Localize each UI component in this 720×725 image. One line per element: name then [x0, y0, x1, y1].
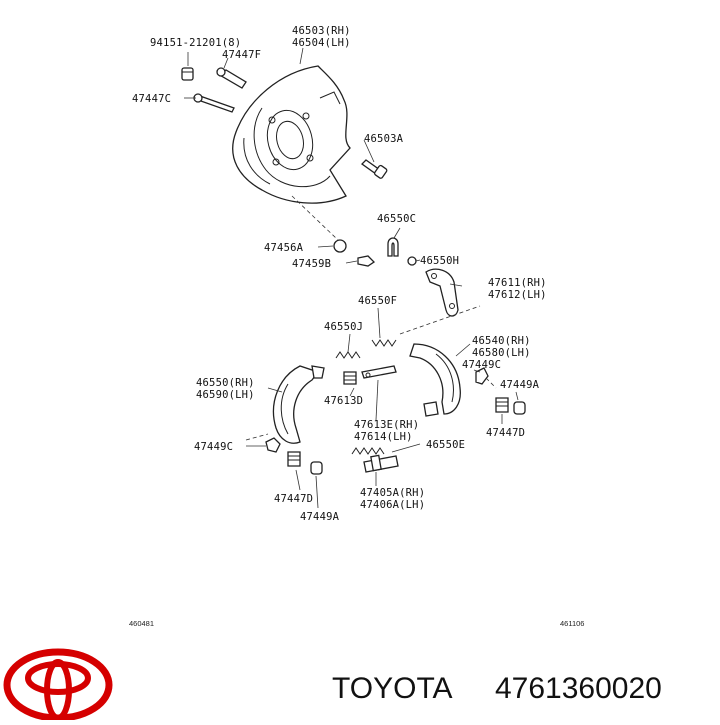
label-47447D-left: 47447D	[274, 493, 313, 505]
label-47406A-lh: 47406A(LH)	[360, 499, 425, 511]
label-94151-21201: 94151-21201(8)	[150, 37, 241, 49]
spring-46550E	[351, 447, 385, 455]
label-47459B: 47459B	[292, 258, 331, 270]
spring-46550F	[371, 339, 397, 347]
brake-shoe-left	[272, 365, 325, 444]
catalog-code-right: 461106	[560, 619, 584, 628]
label-46550J: 46550J	[324, 321, 363, 333]
clip-47449C-left	[265, 437, 281, 453]
spring-47447D-right	[495, 397, 509, 413]
bolt-47447F	[216, 67, 247, 89]
label-47456A: 47456A	[264, 242, 304, 254]
label-47613E-rh: 47613E(RH)	[354, 419, 419, 431]
toyota-logo	[3, 648, 113, 722]
clip-46550C	[387, 237, 399, 257]
pin-47459B	[357, 255, 376, 267]
cap-47449A-left	[310, 461, 323, 475]
spring-47447D-left	[287, 451, 301, 467]
backing-plate	[232, 65, 351, 204]
label-46550F: 46550F	[358, 295, 397, 307]
brake-shoe-right	[409, 343, 461, 417]
catalog-code-left: 460481	[129, 619, 154, 628]
spring-47613D	[343, 371, 357, 385]
label-47447D-right: 47447D	[486, 427, 525, 439]
part-number: 4761360020	[495, 672, 662, 705]
label-47449C-right: 47449C	[462, 359, 501, 371]
spring-46550J	[335, 351, 361, 359]
label-47449A-right: 47449A	[500, 379, 540, 391]
adjuster-strut	[361, 365, 397, 379]
brand-name: TOYOTA	[332, 672, 453, 705]
label-46503A: 46503A	[364, 133, 404, 145]
label-47447F: 47447F	[222, 49, 261, 61]
label-47405A-rh: 47405A(RH)	[360, 487, 425, 499]
grommet-47456A	[333, 239, 347, 253]
label-47611-rh: 47611(RH)	[488, 277, 547, 289]
cap-47449A-right	[513, 401, 526, 415]
label-46550E: 46550E	[426, 439, 465, 451]
label-46550C: 46550C	[377, 213, 416, 225]
label-47447C: 47447C	[132, 93, 171, 105]
label-47449C-left: 47449C	[194, 441, 233, 453]
label-46540-rh: 46540(RH)	[472, 335, 531, 347]
washer-46550H	[407, 256, 417, 266]
adjuster-47405A	[363, 454, 399, 473]
bolt-47447C	[193, 93, 235, 113]
label-47613D: 47613D	[324, 395, 363, 407]
label-46550H: 46550H	[420, 255, 459, 267]
label-46580-lh: 46580(LH)	[472, 347, 531, 359]
label-47449A-left: 47449A	[300, 511, 340, 523]
label-46550-rh: 46550(RH)	[196, 377, 255, 389]
bolt-46503A	[360, 159, 388, 179]
nut-94151	[181, 67, 194, 81]
label-47614-lh: 47614(LH)	[354, 431, 413, 443]
label-46590-lh: 46590(LH)	[196, 389, 255, 401]
label-46504-lh: 46504(LH)	[292, 37, 351, 49]
label-47612-lh: 47612(LH)	[488, 289, 547, 301]
label-46503-rh: 46503(RH)	[292, 25, 351, 37]
parking-brake-lever	[425, 268, 459, 317]
